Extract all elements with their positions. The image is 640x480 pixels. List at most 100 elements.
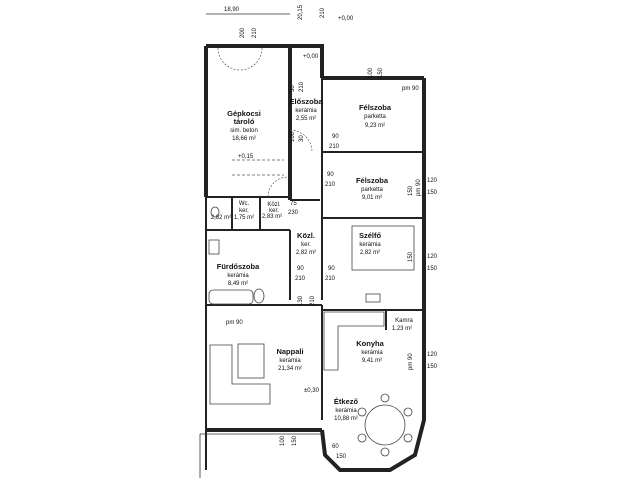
- dim-150-h: 150: [336, 454, 347, 460]
- garage-door-swing: [217, 47, 263, 71]
- lower-right-walls: [320, 310, 426, 472]
- pm90-lower: pm 90: [408, 353, 414, 370]
- garage-area: 18,66 m²: [232, 136, 256, 142]
- konyha-name: Konyha: [356, 339, 384, 348]
- kozl-small-name: Közl.: [267, 202, 281, 208]
- furdo-floor: kerámia: [227, 273, 249, 279]
- room-eloszoba: Előszoba kerámia 2,55 m²: [290, 97, 324, 122]
- room-felszoba-1: Félszoba parketta 9,23 m²: [359, 103, 392, 129]
- dashed-outline: [232, 159, 284, 176]
- furdo-area: 8,49 m²: [228, 281, 248, 287]
- szelfo-area: 2,82 m²: [360, 250, 380, 256]
- level-top: +0,00: [338, 16, 354, 22]
- dim-100-a: 100: [368, 67, 374, 78]
- wc-area: 1,75 m²: [234, 215, 254, 221]
- bath-sink: [208, 239, 220, 255]
- kitchen-counter: [323, 311, 385, 371]
- dim-30-a: 30: [290, 85, 296, 92]
- garage-lower-door: [267, 176, 289, 198]
- partition-walls: [205, 78, 424, 470]
- dim-150-e: 150: [427, 266, 438, 272]
- etkezo-name: Étkező: [334, 397, 359, 406]
- dim-210-f: 210: [295, 276, 306, 282]
- top-width-dim: 18,90: [224, 7, 240, 13]
- chair-1: [380, 393, 390, 403]
- felszoba2-name: Félszoba: [356, 176, 389, 185]
- dim-60: 60: [332, 444, 339, 450]
- etkezo-area: 10,88 m²: [334, 416, 358, 422]
- room-konyha: Konyha kerámia 9,41 m²: [356, 339, 384, 364]
- living-level: ±0,30: [304, 388, 320, 394]
- konyha-area: 9,41 m²: [362, 358, 382, 364]
- pm90-right: pm 90: [416, 179, 422, 196]
- room-furdo: Fürdőszoba kerámia 8,49 m²: [217, 262, 260, 287]
- kozl-small-area: 2,83 m²: [262, 214, 282, 220]
- szelfo-floor: kerámia: [359, 242, 381, 248]
- dim-120-c: 120: [427, 352, 438, 358]
- room-wc: Wc. ker. 1,75 m²: [234, 201, 254, 221]
- felszoba2-floor: parketta: [361, 187, 383, 193]
- chair-3: [357, 433, 367, 443]
- kozl-area: 2,82 m²: [296, 250, 316, 256]
- dim-130: 130: [298, 295, 304, 306]
- chair-4: [380, 447, 390, 457]
- garage-level: +0,15: [238, 154, 254, 160]
- dim-210-e: 210: [325, 182, 336, 188]
- kozl-floor: ker.: [301, 242, 311, 248]
- garage-floor: sim. beton: [230, 128, 258, 134]
- garage-name-2: tároló: [234, 117, 255, 126]
- dim-90-b: 90: [327, 172, 334, 178]
- kamra-area: 1,23 m²: [392, 326, 412, 332]
- bottom-outer-line: [199, 433, 322, 478]
- garage-name-1: Gépkocsi: [227, 109, 261, 118]
- entry-walls: [290, 44, 324, 78]
- konyha-floor: kerámia: [361, 350, 383, 356]
- room-felszoba-2: Félszoba parketta 9,01 m²: [356, 176, 389, 201]
- pm90-left: pm 90: [226, 320, 243, 326]
- room-nappali: Nappali kerámia 21,34 m² ±0,30: [276, 347, 319, 394]
- kozl-name: Közl.: [297, 231, 315, 240]
- wc-name: Wc.: [239, 201, 250, 207]
- coffee-table: [237, 343, 265, 379]
- felszoba1-name: Félszoba: [359, 103, 392, 112]
- kamra-name: Kamra: [395, 318, 413, 324]
- dim-150-c: 150: [427, 190, 438, 196]
- dim-230: 230: [288, 210, 299, 216]
- dim-120-b: 120: [427, 254, 438, 260]
- nappali-floor: kerámia: [279, 358, 301, 364]
- dim-100-b: 100: [290, 131, 296, 142]
- bed: [351, 225, 415, 271]
- dim-90-d: 90: [328, 266, 335, 272]
- room-kozl: Közl. ker. 2,82 m²: [296, 231, 316, 256]
- dim-210-g: 210: [325, 276, 336, 282]
- sofa: [209, 344, 271, 405]
- dim-90-c: 90: [297, 266, 304, 272]
- chair-2: [357, 407, 367, 417]
- room-garage: Gépkocsi tároló sim. beton 18,66 m² +0,1…: [227, 109, 261, 160]
- felszoba1-floor: parketta: [364, 114, 386, 120]
- dim-20-15: 20,15: [298, 4, 304, 20]
- wc-toilet: [210, 206, 220, 218]
- wc-floor: ker.: [239, 208, 249, 214]
- level-entry: +0,00: [303, 54, 319, 60]
- etkezo-floor: kerámia: [335, 408, 357, 414]
- dim-120-a: 120: [427, 178, 438, 184]
- toilet: [253, 288, 265, 304]
- room-kozl-small: Közl. ker. 2,83 m²: [262, 202, 282, 220]
- desk: [365, 293, 381, 303]
- upper-rooms-walls: [322, 76, 426, 310]
- room-szelfo: Szélfő kerámia 2,82 m²: [359, 231, 382, 256]
- dim-150-b: 150: [408, 185, 414, 196]
- dim-210-d: 210: [329, 144, 340, 150]
- dim-90-a: 90: [332, 134, 339, 140]
- furdo-name: Fürdőszoba: [217, 262, 260, 271]
- eloszoba-name: Előszoba: [290, 97, 324, 106]
- dim-30-b: 30: [299, 135, 305, 142]
- szelfo-name: Szélfő: [359, 231, 382, 240]
- nappali-area: 21,34 m²: [278, 366, 302, 372]
- chair-5: [403, 407, 413, 417]
- room-etkezo: Étkező kerámia 10,88 m²: [334, 397, 359, 422]
- dim-150-f: 150: [427, 364, 438, 370]
- dim-75: 75: [290, 201, 297, 207]
